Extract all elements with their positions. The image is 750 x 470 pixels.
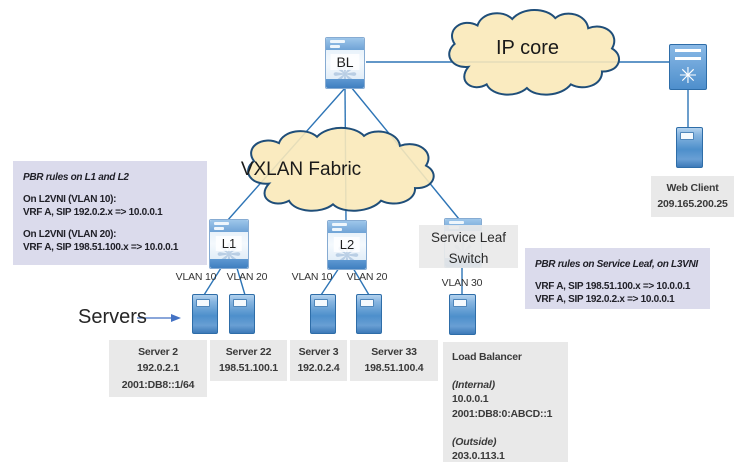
link-l1-server22	[236, 267, 246, 296]
core-router-icon: ✳	[669, 44, 707, 90]
load-balancer-label-box: Load Balancer (Internal) 10.0.0.1 2001:D…	[443, 342, 568, 462]
switch-ports-icon	[328, 221, 366, 233]
server2-label-box: Server 2 192.0.2.1 2001:DB8::1/64	[109, 340, 207, 397]
server-slot-icon	[680, 132, 694, 140]
server2-icon	[192, 294, 218, 334]
bl-switch-label: BL	[330, 54, 360, 70]
server-slot-icon	[314, 299, 328, 307]
server-slot-icon	[196, 299, 210, 307]
vxlan-fabric-label: VXLAN Fabric	[240, 159, 362, 180]
l1-switch-icon: ❋ L1	[209, 219, 249, 271]
servers-arrow	[137, 314, 181, 322]
vlan-label-sl-30: VLAN 30	[441, 277, 483, 289]
pbr-rules-l1-l2-box: PBR rules on L1 and L2 On L2VNI (VLAN 10…	[13, 161, 207, 265]
link-l1-server2	[203, 267, 222, 296]
ip-core-cloud	[449, 10, 619, 95]
vlan-label-l2-20: VLAN 20	[346, 271, 388, 283]
ip-core-label: IP core	[496, 37, 559, 59]
vlan-label-l2-10: VLAN 10	[291, 271, 333, 283]
vlan-label-l1-20: VLAN 20	[226, 271, 268, 283]
router-star-icon: ✳	[678, 62, 698, 88]
switch-ports-icon	[210, 220, 248, 232]
load-balancer-icon	[449, 294, 476, 335]
servers-pointer-label: Servers	[78, 306, 147, 328]
l1-switch-label: L1	[215, 236, 243, 251]
server33-icon	[356, 294, 382, 334]
pbr-rules-service-leaf-box: PBR rules on Service Leaf, on L3VNI VRF …	[525, 248, 710, 309]
router-ports-icon	[675, 48, 701, 61]
server22-icon	[229, 294, 255, 334]
server3-icon	[310, 294, 336, 334]
l2-switch-label: L2	[333, 237, 361, 252]
server22-label-box: Server 22 198.51.100.1	[210, 340, 287, 381]
switch-ports-icon	[326, 38, 364, 50]
vxlan-fabric-cloud	[248, 128, 434, 211]
server3-label-box: Server 3 192.0.2.4	[290, 340, 347, 381]
server-slot-icon	[360, 299, 374, 307]
link-l2-server33	[352, 267, 370, 296]
service-leaf-switch-label: Service Leaf Switch	[419, 225, 518, 268]
server-slot-icon	[453, 299, 467, 307]
web-client-ip: 209.165.200.25	[657, 198, 728, 211]
server-slot-icon	[233, 299, 247, 307]
vlan-label-l1-10: VLAN 10	[175, 271, 217, 283]
web-client-label-box: Web Client 209.165.200.25	[651, 176, 734, 217]
link-l2-server3	[320, 267, 340, 296]
server33-label-box: Server 33 198.51.100.4	[350, 340, 438, 381]
web-client-server-icon	[676, 127, 703, 168]
web-client-name: Web Client	[666, 182, 719, 194]
l2-switch-icon: ❋ L2	[327, 220, 367, 272]
bl-switch-icon: ❋ BL	[325, 37, 365, 91]
load-balancer-title: Load Balancer	[452, 351, 522, 363]
